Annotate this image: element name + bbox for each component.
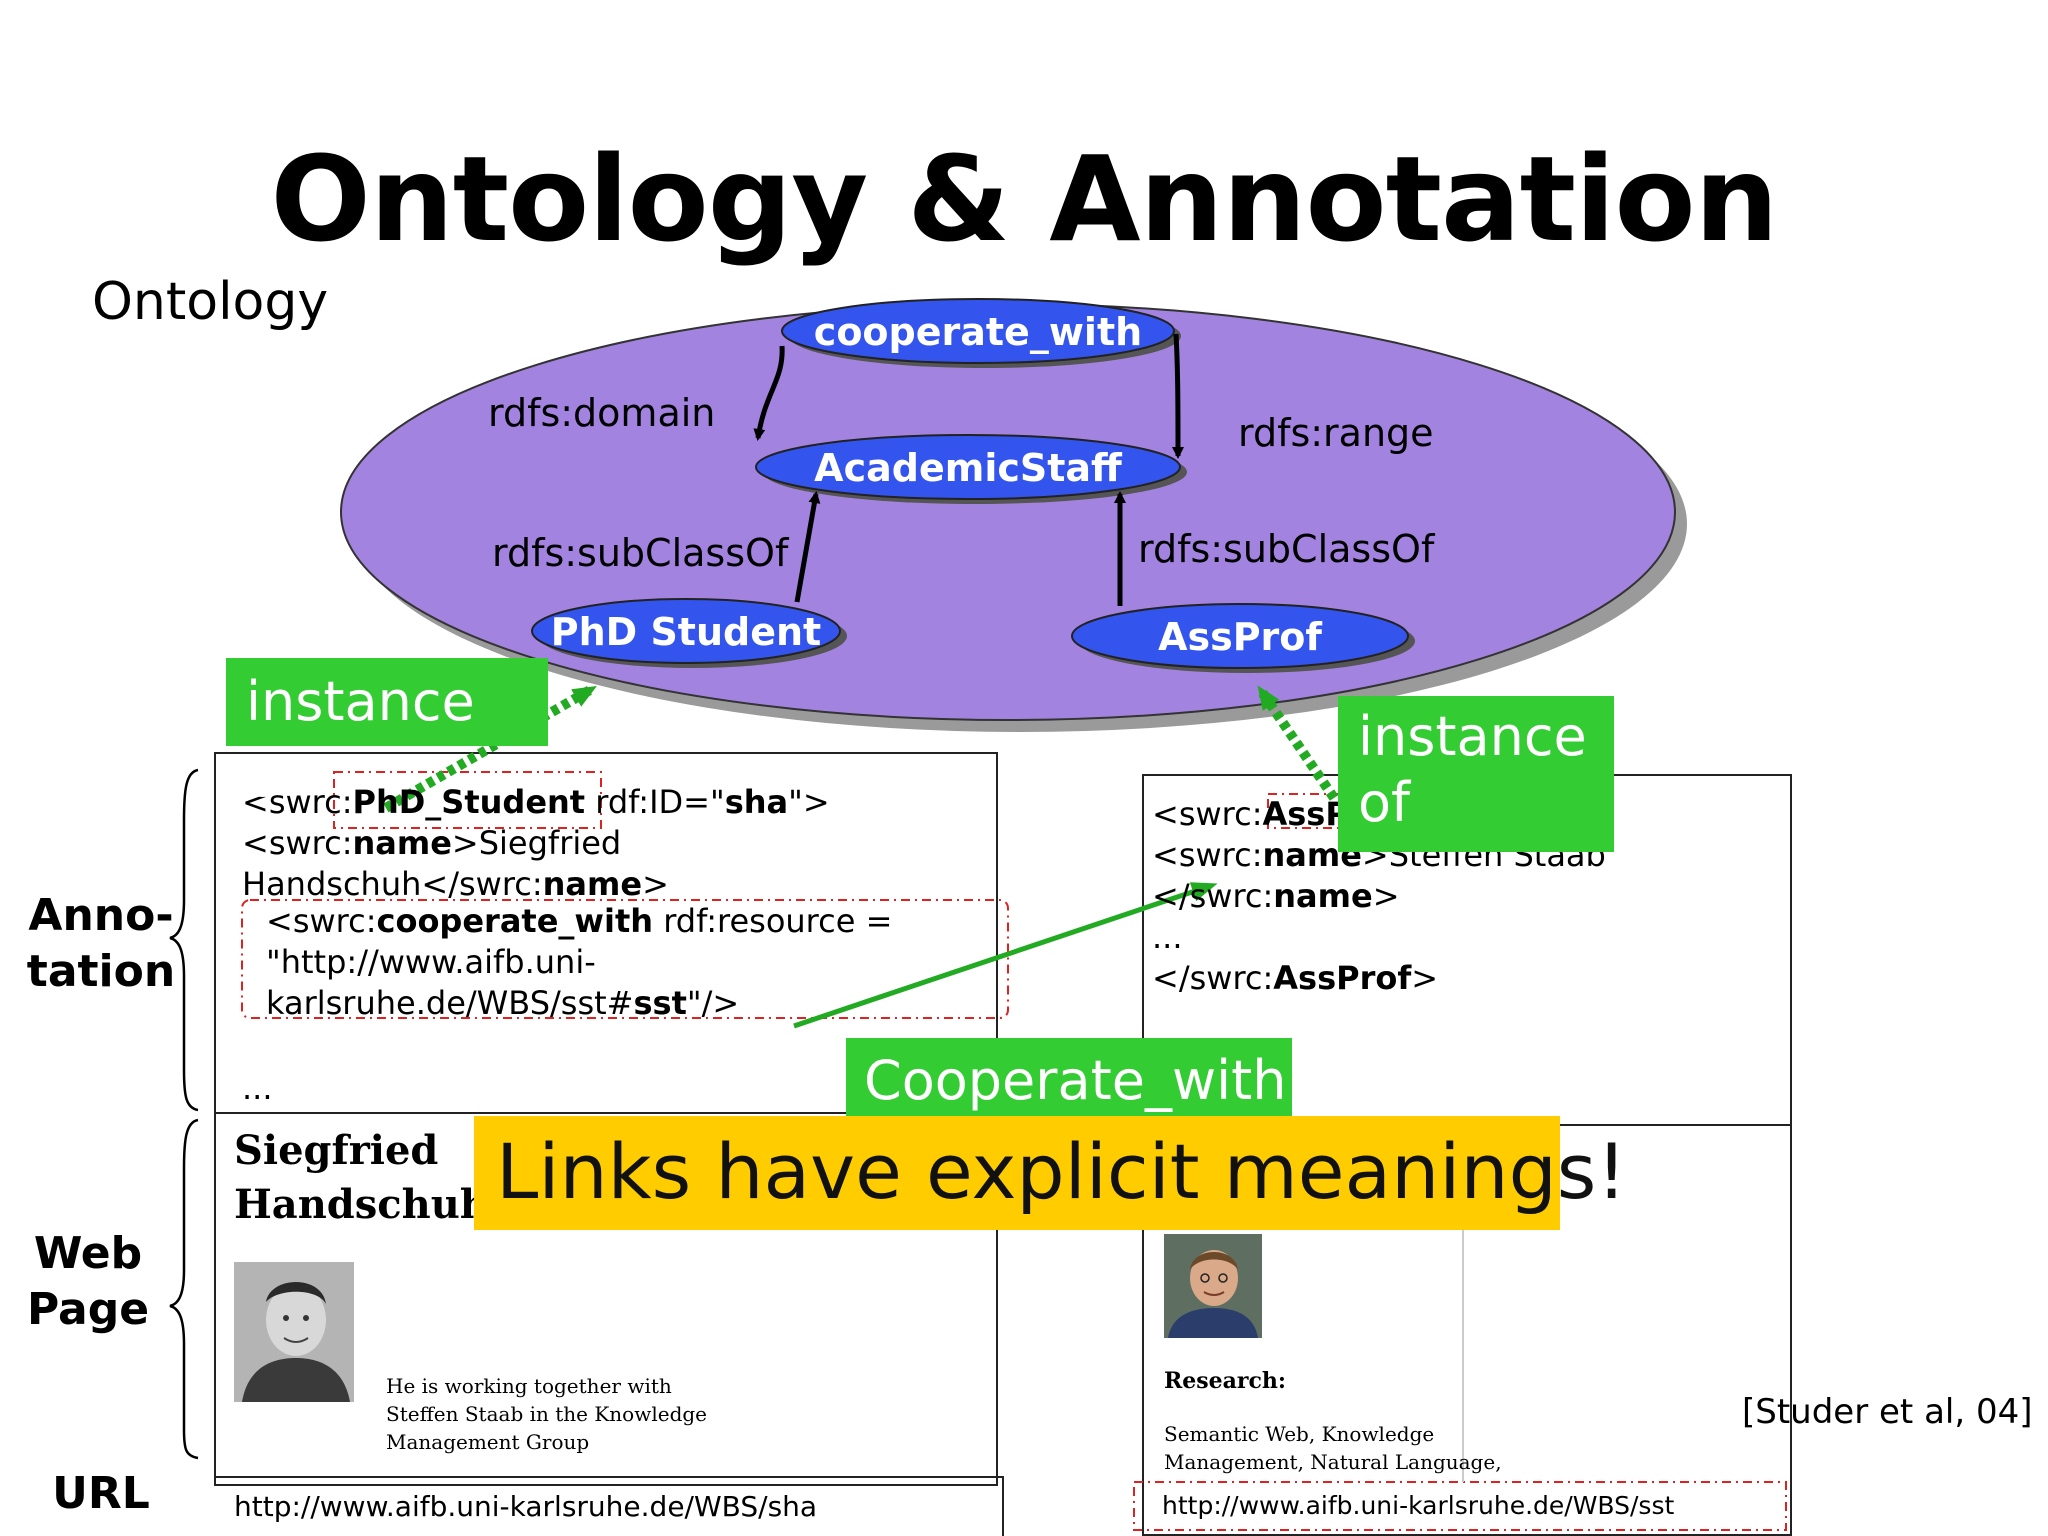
arrow-subclass-left (794, 491, 821, 603)
left-url-border (1002, 1476, 1004, 1536)
right-research-line2: Management, Natural Language, (1164, 1450, 1502, 1474)
instance-of-right-line1: instance (1358, 705, 1587, 768)
node-phd-student (531, 598, 841, 664)
right-code-line-5: </swrc:AssProf> (1152, 959, 1439, 997)
left-code-line-3: Handschuh</swrc:name> (242, 865, 669, 903)
arrow-cooperate-with (793, 882, 1218, 1029)
right-url-link[interactable]: http://www.aifb.uni-karlsruhe.de/WBS/sst (1162, 1491, 1675, 1520)
left-caption-line2: Steffen Staab in the Knowledge (386, 1402, 708, 1426)
instance-of-right-callout: instance of (1338, 696, 1614, 852)
webpage-brace (169, 1118, 199, 1460)
relation-subclass-right-label: rdfs:subClassOf (1138, 527, 1436, 571)
left-divider-annotation-webpage (214, 1112, 998, 1114)
left-code-line-4: <swrc:cooperate_with rdf:resource = (266, 902, 893, 940)
right-webpage-column-rule (1462, 1126, 1464, 1482)
annotation-label-line2: tation (26, 946, 176, 997)
left-webpage-heading: Siegfried Handschuh (234, 1124, 489, 1232)
cooperate-with-callout: Cooperate_with (846, 1038, 1292, 1120)
node-assprof-label: AssProf (1158, 615, 1322, 659)
highlight-phd-student (333, 771, 602, 829)
right-webpage-research-heading: Research: (1164, 1368, 1287, 1394)
left-divider-webpage-url (214, 1476, 1004, 1478)
relation-range-label: rdfs:range (1238, 411, 1434, 455)
node-assprof (1071, 603, 1409, 669)
right-person-photo-art (1164, 1234, 1262, 1338)
left-code-line-1: <swrc:PhD_Student rdf:ID="sha"> (242, 783, 830, 821)
page-title: Ontology & Annotation (270, 130, 1778, 268)
links-meaning-banner: Links have explicit meanings! (474, 1116, 1627, 1230)
arrow-instance-of-left (383, 685, 597, 813)
left-code-line-2: <swrc:name>Siegfried (242, 824, 622, 862)
highlight-right-url (1133, 1481, 1787, 1531)
right-code-line-3: </swrc:name> (1152, 877, 1400, 915)
arrow-instance-of-right (1257, 685, 1339, 801)
left-caption-line3: Management Group (386, 1430, 590, 1454)
right-person-photo (1164, 1234, 1262, 1338)
relation-subclass-left-label: rdfs:subClassOf (492, 531, 790, 575)
node-cooperate-with (781, 298, 1175, 364)
citation: [Studer et al, 04] (1742, 1392, 2033, 1432)
webpage-label: Web Page (18, 1226, 158, 1338)
left-person-photo (234, 1262, 354, 1402)
right-code-line-4: ... (1152, 918, 1183, 956)
node-cooperate-with-label: cooperate_with (814, 310, 1142, 354)
annotation-label-line1: Anno- (28, 890, 174, 941)
left-annotation-code: <swrc:PhD_Student rdf:ID="sha"> <swrc:na… (242, 782, 892, 1109)
annotation-label: Anno- tation (18, 888, 184, 1000)
highlight-assprof (1267, 793, 1347, 829)
node-academic-staff-label: AcademicStaff (814, 446, 1123, 490)
arrow-range (1171, 333, 1184, 459)
left-webpage-name-line2: Handschuh (234, 1181, 489, 1228)
highlight-cooperate-with (241, 899, 1009, 1019)
right-research-line1: Semantic Web, Knowledge (1164, 1422, 1435, 1446)
webpage-label-line1: Web (33, 1228, 143, 1279)
left-person-photo-art (234, 1262, 354, 1402)
webpage-label-line2: Page (26, 1284, 150, 1335)
left-url-link[interactable]: http://www.aifb.uni-karlsruhe.de/WBS/sha (234, 1490, 818, 1523)
left-code-line-7: ... (242, 1069, 273, 1107)
arrow-domain (753, 345, 785, 441)
right-webpage-research-text: Semantic Web, Knowledge Management, Natu… (1164, 1420, 1502, 1476)
annotation-brace (169, 768, 199, 1112)
relation-domain-label: rdfs:domain (488, 391, 715, 435)
left-webpage-name-line1: Siegfried (234, 1127, 439, 1174)
ontology-label: Ontology (92, 272, 329, 332)
left-code-line-5: "http://www.aifb.uni- (266, 943, 596, 981)
left-webpage-caption: He is working together with Steffen Staa… (386, 1372, 707, 1456)
instance-of-right-line2: of (1358, 771, 1411, 834)
url-label: URL (52, 1468, 150, 1519)
left-caption-line1: He is working together with (386, 1374, 672, 1398)
node-phd-student-label: PhD Student (551, 610, 821, 654)
node-academic-staff (755, 434, 1181, 500)
left-code-line-6: karlsruhe.de/WBS/sst#sst"/> (266, 984, 740, 1022)
instance-of-left-callout: instance of (226, 658, 548, 809)
